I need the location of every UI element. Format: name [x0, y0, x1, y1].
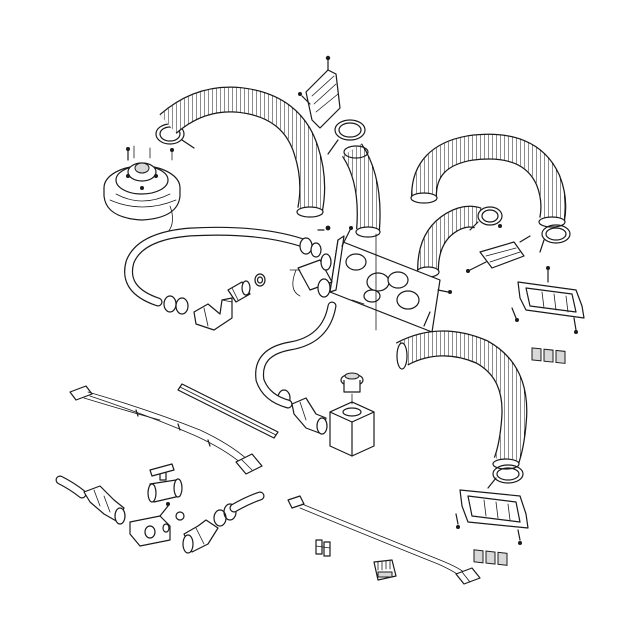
expansion-tank	[329, 372, 375, 457]
duct-hose-3	[410, 133, 567, 228]
dash-vent-2	[455, 489, 529, 566]
valve-bracket-icon	[129, 502, 171, 547]
mounting-bracket-icon	[329, 226, 452, 333]
trim-strip-icon	[177, 383, 279, 439]
hose-clamp	[469, 206, 503, 231]
elbow-fitting-icon	[193, 297, 233, 331]
fuse-holder-icon	[315, 539, 331, 557]
elbow-fitting-2	[291, 397, 328, 435]
duct-hose-4	[416, 205, 482, 278]
rocker-switch-icon	[373, 559, 397, 581]
heater-core-pipe	[289, 253, 333, 298]
dash-vent-1	[511, 266, 585, 364]
valve-bracket	[129, 502, 171, 547]
coolant-hose-icon	[255, 301, 337, 409]
elbow-fitting-1	[193, 297, 233, 331]
duct-hose-2	[341, 143, 381, 238]
duct-hose-1	[159, 86, 326, 218]
coolant-hose-stub-right	[229, 491, 265, 513]
coolant-hose-icon	[124, 226, 322, 307]
trim-strip	[177, 383, 279, 439]
elbow-fitting-icon	[83, 485, 126, 525]
wiring-harness-icon	[287, 495, 481, 585]
hose-clamp	[327, 119, 369, 159]
louvered-vent-icon	[511, 266, 585, 364]
duct-hose-5	[395, 330, 528, 470]
ball-valve-icon	[147, 463, 183, 503]
wiring-harness-2	[287, 495, 481, 585]
wiring-harness-icon	[69, 385, 263, 475]
elbow-fitting-icon	[291, 397, 328, 435]
hose-adapter-icon	[227, 280, 251, 303]
mounting-screw	[317, 225, 331, 231]
fuse-holder	[315, 539, 331, 557]
defrost-vent-bracket	[298, 55, 341, 129]
heater-core-bracket	[329, 226, 452, 333]
vent-adapter	[466, 235, 531, 273]
ball-valve	[147, 463, 183, 503]
hose-clamp	[539, 224, 571, 253]
switch-knob	[373, 559, 397, 581]
hose-clamp	[487, 464, 524, 489]
elbow-fitting-3	[83, 485, 126, 525]
coolant-hose-2	[255, 301, 337, 409]
blower-fan-icon	[103, 145, 181, 233]
brass-adapter	[227, 273, 266, 303]
elbow-fitting-icon	[182, 519, 219, 554]
coolant-hose-stub-left	[55, 475, 87, 499]
louvered-vent-icon	[455, 489, 529, 566]
blower-motor	[103, 145, 181, 233]
wiring-harness-1	[69, 385, 263, 475]
coolant-hose-1	[124, 226, 322, 307]
elbow-fitting-4	[175, 503, 237, 554]
coolant-tank-icon	[329, 372, 375, 457]
